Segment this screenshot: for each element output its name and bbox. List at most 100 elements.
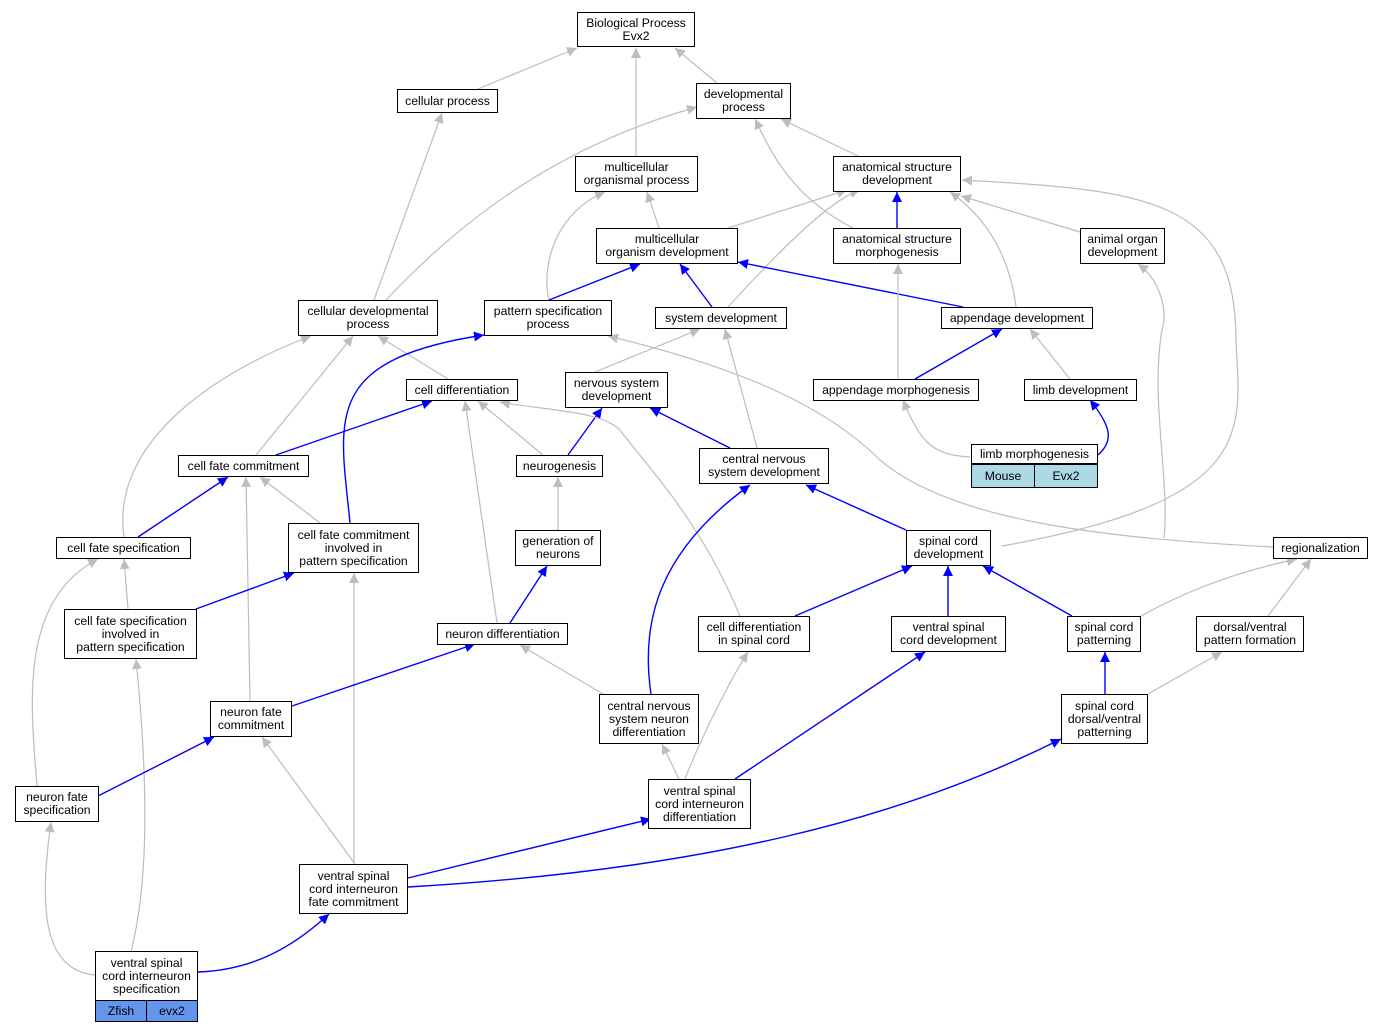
term-label-line: development bbox=[862, 173, 932, 187]
edge-dvpf-to-reg bbox=[1267, 558, 1312, 617]
edge-ld-to-ad bbox=[1029, 328, 1071, 380]
term-label-line: Evx2 bbox=[622, 28, 650, 43]
gene-tag[interactable]: evx2 bbox=[146, 1001, 197, 1021]
edge-lm-to-am bbox=[902, 399, 971, 458]
term-label-line: multicellular bbox=[604, 160, 669, 174]
edge-nfc-to-cfc bbox=[241, 476, 252, 702]
term-node-reg[interactable]: regionalization bbox=[1273, 537, 1368, 559]
term-label-line: system development bbox=[665, 310, 777, 325]
edge-cfs-to-cdp bbox=[122, 334, 312, 538]
term-node-ld[interactable]: limb development bbox=[1024, 379, 1137, 401]
term-label-line: pattern formation bbox=[1203, 633, 1297, 647]
term-label-line: development bbox=[581, 389, 652, 403]
edge-cfsips-to-cfs bbox=[119, 558, 130, 610]
term-label-line: differentiation bbox=[612, 724, 686, 739]
term-label-line: limb development bbox=[1032, 382, 1129, 397]
term-node-am[interactable]: appendage morphogenesis bbox=[813, 379, 979, 401]
term-label-line: in spinal cord bbox=[718, 633, 790, 647]
species-tag[interactable]: Zfish bbox=[96, 1001, 146, 1021]
term-label-line: differentiation bbox=[663, 809, 736, 824]
edge-ng-to-cd bbox=[477, 400, 544, 456]
term-label-line: specification bbox=[112, 981, 181, 996]
species-tag[interactable]: Mouse bbox=[972, 465, 1034, 487]
term-node-cd[interactable]: cell differentiation bbox=[406, 379, 518, 401]
term-label-line: pattern specification bbox=[493, 304, 603, 318]
edge-cfc-to-cd bbox=[275, 399, 433, 456]
term-label-line: ventral spinal bbox=[663, 783, 736, 798]
term-label-line: process bbox=[722, 100, 765, 114]
edge-nfc-to-nd bbox=[291, 642, 476, 707]
term-label-line: fate commitment bbox=[308, 894, 399, 909]
edge-vscid-to-vscd bbox=[734, 651, 926, 780]
edge-mod-to-asd bbox=[727, 188, 848, 229]
edge-nsd-to-sd bbox=[594, 328, 701, 373]
term-label-line: commitment bbox=[217, 718, 285, 732]
edge-vscd-to-asd bbox=[961, 175, 1239, 547]
term-node-lm[interactable]: limb morphogenesis bbox=[971, 444, 1098, 464]
term-label-line: development bbox=[913, 547, 984, 561]
edge-cdp-to-cp bbox=[373, 112, 444, 301]
gene-tag[interactable]: Evx2 bbox=[1034, 465, 1097, 487]
edge-aod-to-asd bbox=[960, 194, 1081, 233]
term-label-line: system neuron bbox=[609, 711, 689, 726]
term-node-ad[interactable]: appendage development bbox=[941, 307, 1093, 329]
edge-vscid-to-cdisc bbox=[684, 651, 749, 780]
term-node-sd[interactable]: system development bbox=[655, 307, 787, 329]
edge-cp-to-bp bbox=[477, 47, 578, 90]
edge-nd-to-cd bbox=[461, 400, 498, 624]
term-label-line: patterning bbox=[1077, 724, 1132, 739]
term-label-line: neuron fate bbox=[220, 705, 282, 719]
term-label-line: regionalization bbox=[1281, 540, 1360, 555]
edge-nd-to-gon bbox=[509, 565, 548, 624]
term-node-cfc[interactable]: cell fate commitment bbox=[178, 455, 309, 477]
edge-psp-to-mod bbox=[548, 263, 641, 301]
edge-reg-to-psp bbox=[607, 333, 1274, 548]
edge-vscis-to-cfsips bbox=[125, 658, 146, 971]
edge-vscifc-to-scdvp bbox=[407, 738, 1062, 888]
edge-vscifc-to-vscid bbox=[407, 816, 652, 879]
edge-psp-to-mop bbox=[546, 191, 606, 301]
edge-vscifc-to-nfc bbox=[261, 736, 356, 865]
term-label-line: anatomical structure bbox=[842, 160, 952, 174]
term-label-line: pattern specification bbox=[299, 553, 408, 568]
term-node-nd[interactable]: neuron differentiation bbox=[437, 623, 568, 645]
term-node-cfs[interactable]: cell fate specification bbox=[56, 537, 191, 559]
term-label-line: generation of bbox=[522, 534, 594, 548]
edge-cdp-to-dp bbox=[385, 104, 698, 301]
term-node-cp[interactable]: cellular process bbox=[397, 89, 498, 113]
term-node-ng[interactable]: neurogenesis bbox=[516, 455, 603, 477]
term-label-line: central nervous bbox=[607, 698, 691, 713]
edge-cnsd-to-sd bbox=[722, 328, 758, 449]
term-label-line: process bbox=[526, 317, 570, 331]
edge-asm-to-dp bbox=[754, 118, 854, 229]
term-label-line: cord interneuron bbox=[102, 968, 191, 983]
edge-scd-to-cnsd bbox=[805, 484, 907, 531]
